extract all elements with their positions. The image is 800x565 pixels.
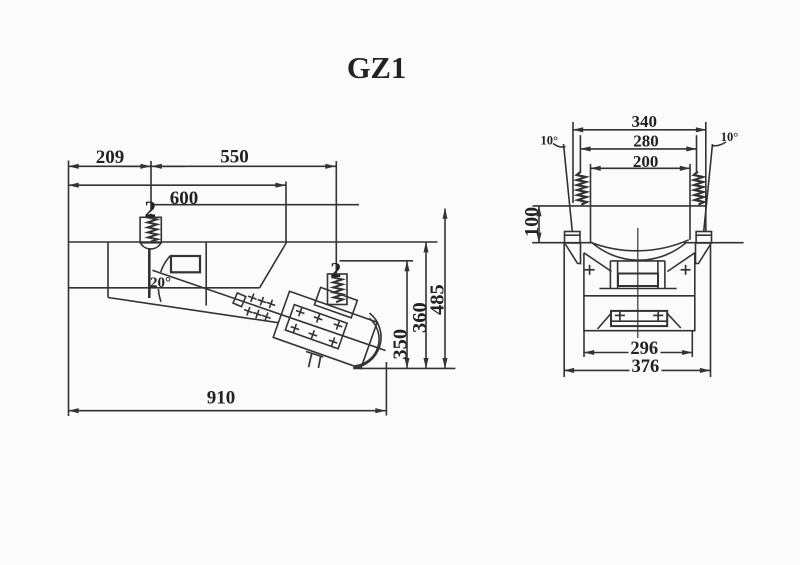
svg-text:280: 280 <box>633 132 659 151</box>
svg-text:10°: 10° <box>721 130 739 144</box>
svg-text:485: 485 <box>427 284 449 315</box>
svg-text:200: 200 <box>633 152 659 171</box>
svg-text:600: 600 <box>170 188 199 209</box>
svg-text:209: 209 <box>96 147 125 168</box>
svg-text:GZ1: GZ1 <box>347 51 406 85</box>
svg-text:296: 296 <box>630 339 658 359</box>
svg-text:910: 910 <box>207 388 236 409</box>
svg-text:376: 376 <box>632 357 660 377</box>
svg-text:2: 2 <box>145 197 157 222</box>
svg-text:340: 340 <box>632 112 658 131</box>
svg-text:360: 360 <box>409 302 431 333</box>
svg-text:350: 350 <box>389 329 411 360</box>
svg-text:20°: 20° <box>150 275 171 291</box>
svg-text:2: 2 <box>330 258 341 282</box>
svg-text:100: 100 <box>521 207 543 237</box>
svg-text:10°: 10° <box>541 134 559 148</box>
svg-text:550: 550 <box>220 147 249 168</box>
